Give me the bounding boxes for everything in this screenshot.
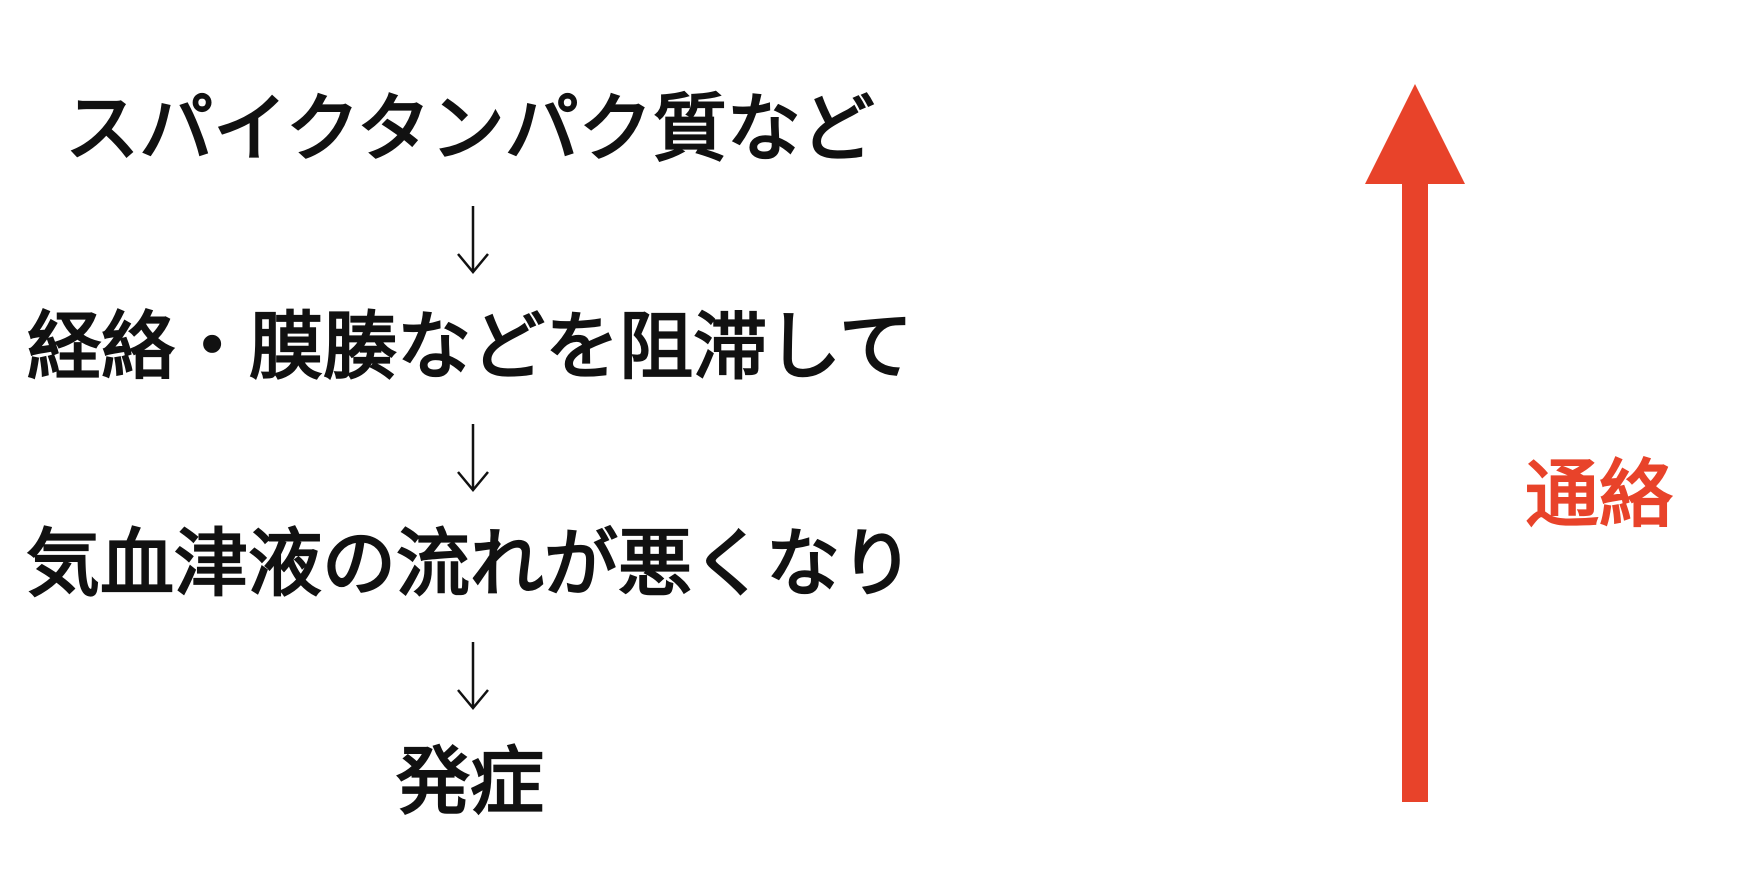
up-arrow-icon	[1365, 84, 1465, 802]
flow-step-meridian-blockage: 経絡・膜腠などを阻滞して	[27, 304, 913, 390]
flow-step-circulation-impaired: 気血津液の流れが悪くなり	[26, 521, 914, 607]
down-arrow-icon	[457, 206, 489, 274]
flow-step-onset: 発症	[396, 739, 544, 825]
up-arrow-head	[1365, 84, 1465, 184]
down-arrow-icon	[457, 424, 489, 492]
side-label-tsuraku: 通絡	[1525, 452, 1673, 538]
down-arrow-icon	[457, 642, 489, 710]
flow-step-spike-protein: スパイクタンパク質など	[65, 86, 875, 172]
up-arrow-shaft	[1402, 182, 1428, 802]
